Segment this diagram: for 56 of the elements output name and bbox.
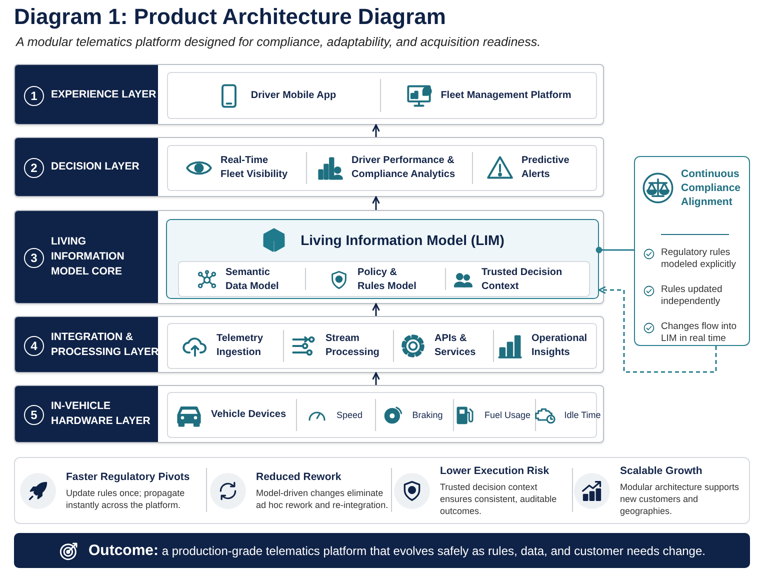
subtitle: A modular telematics platform designed for compliance, adaptability, and acquisition readiness. <box>16 35 541 49</box>
item-label: APIs & Services <box>434 332 477 360</box>
item-label: Fleet Management Platform <box>440 89 572 103</box>
benefit-title: Reduced Rework <box>256 471 342 483</box>
item-label: Stream Processing <box>326 332 380 360</box>
step-number: 2 <box>24 158 44 178</box>
item-label: Trusted Decision Context <box>482 266 564 294</box>
item-label: Policy & Rules Model <box>358 266 418 294</box>
item-label: Driver Performance & Compliance Analytics <box>352 154 456 182</box>
diagram-title: Diagram 1: Product Architecture Diagram <box>14 4 446 30</box>
arrow <box>372 303 380 316</box>
compliance-panel <box>634 156 750 346</box>
model-title: Living Information Model (LIM) <box>300 232 504 248</box>
item-label: Fuel Usage <box>484 409 531 422</box>
outcome-banner <box>14 533 750 568</box>
benefit-title: Faster Regulatory Pivots <box>66 471 191 483</box>
layer-row <box>14 210 604 304</box>
step-number: 4 <box>24 336 44 356</box>
step-number: 5 <box>24 405 44 425</box>
layer-title: DECISION LAYER <box>51 160 140 174</box>
item-label: Predictive Alerts <box>522 154 570 182</box>
benefit-description: Update rules once; propagate instantly across the platform. <box>66 487 186 511</box>
item-label: Semantic Data Model <box>226 266 280 294</box>
arrow <box>372 124 380 137</box>
item-label: Idle Time <box>564 409 601 422</box>
layer-row <box>14 316 604 373</box>
item-label: Operational Insights <box>532 332 588 360</box>
arrow <box>372 196 380 210</box>
benefit-title: Scalable Growth <box>620 465 704 477</box>
check-item-text: Regulatory rules modeled explicitly <box>661 247 737 271</box>
check-item-text: Changes flow into LIM in real time <box>661 321 738 345</box>
step-number: 3 <box>24 248 44 268</box>
item-label: Speed <box>336 409 363 422</box>
model-core-box <box>166 219 599 299</box>
item-label: Driver Mobile App <box>250 89 336 103</box>
panel-title: Continuous Compliance Alignment <box>681 167 742 209</box>
item-label: Braking <box>412 409 443 422</box>
check-item-text: Rules updated independently <box>661 284 724 308</box>
benefit-description: Trusted decision context ensures consistent, auditable outcomes. <box>440 481 558 517</box>
outcome-text: Outcome: a production-grade telematics platform that evolves safely as rules, data, and customer needs change. <box>88 542 706 559</box>
layer-title: INTEGRATION & PROCESSING LAYER <box>51 330 160 360</box>
layer-row <box>14 64 604 125</box>
layer-title: IN-VEHICLE HARDWARE LAYER <box>51 399 152 429</box>
item-label: Telemetry Ingestion <box>216 332 264 360</box>
benefit-description: Modular architecture supports new customers and geographies. <box>620 481 740 517</box>
layer-title: EXPERIENCE LAYER <box>51 87 158 102</box>
layer-row <box>14 385 604 443</box>
item-label: Real-Time Fleet Visibility <box>220 154 289 182</box>
arrow <box>372 372 380 385</box>
layer-title: LIVING INFORMATION MODEL CORE <box>51 234 126 280</box>
step-number: 1 <box>24 86 44 106</box>
item-label: Vehicle Devices <box>210 408 286 422</box>
dashed-arrow <box>598 286 717 373</box>
layer-row <box>14 137 604 197</box>
benefit-description: Model-driven changes eliminate ad hoc rework and re-integration. <box>256 487 390 511</box>
benefit-title: Lower Execution Risk <box>440 465 550 477</box>
